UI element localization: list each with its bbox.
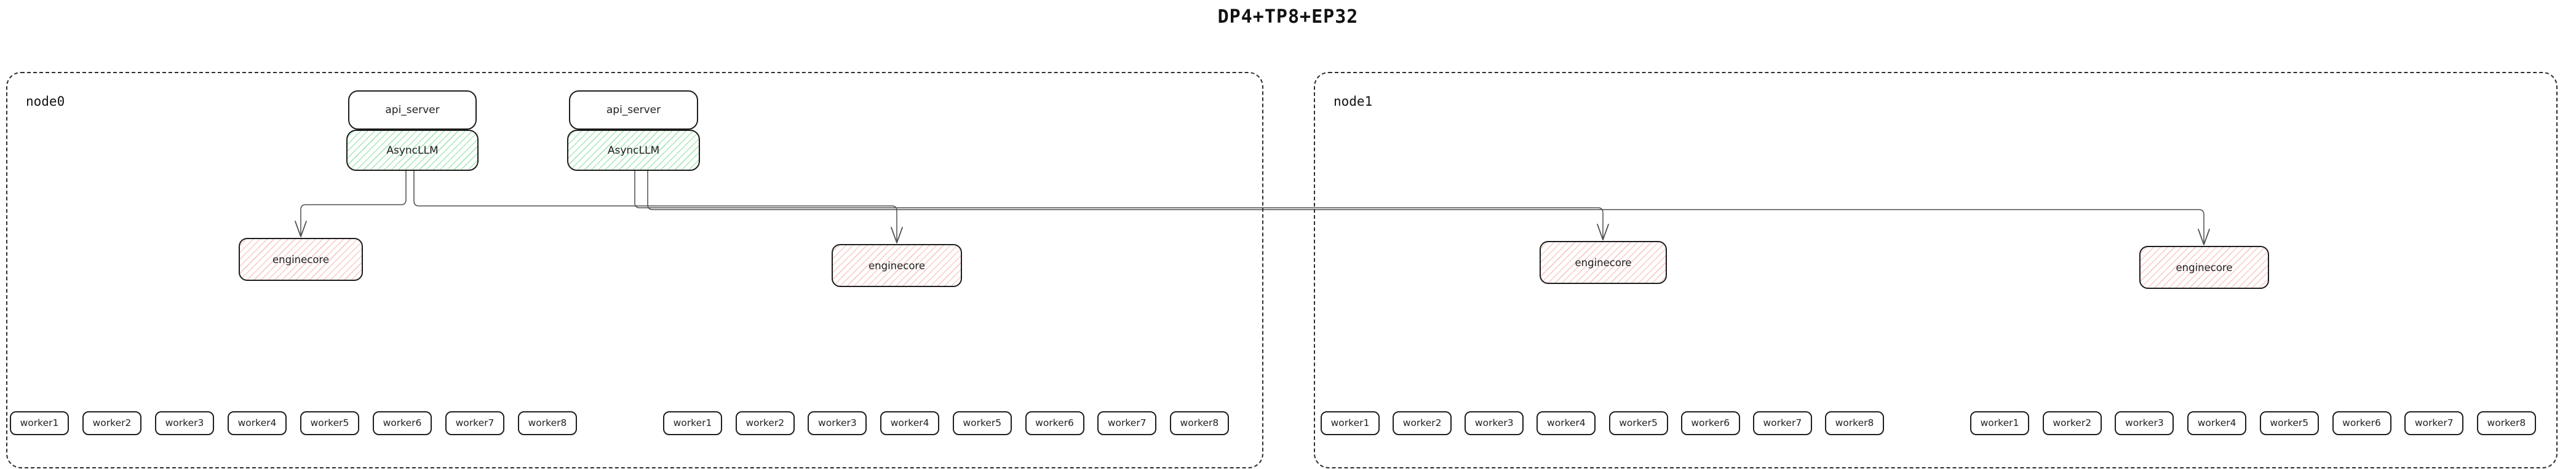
worker-box: worker8: [1169, 411, 1229, 435]
worker-box: worker1: [10, 411, 69, 435]
worker-box: worker6: [2332, 411, 2391, 435]
api-server-1-box: api_server: [348, 90, 477, 130]
worker-box: worker1: [1321, 411, 1380, 435]
node1-label: node1: [1334, 94, 1373, 109]
enginecore-4-box: enginecore: [2139, 246, 2269, 289]
worker-box: worker1: [1970, 411, 2029, 435]
worker-box: worker3: [1465, 411, 1524, 435]
api-server-2-box: api_server: [569, 90, 698, 130]
worker-box: worker5: [2259, 411, 2319, 435]
node0-label: node0: [26, 94, 65, 109]
worker-box: worker7: [1752, 411, 1812, 435]
worker-box: worker4: [228, 411, 287, 435]
worker-box: worker7: [445, 411, 504, 435]
worker-box: worker8: [518, 411, 577, 435]
asyncllm-1-box: AsyncLLM: [346, 130, 479, 171]
enginecore-3-box: enginecore: [1540, 241, 1667, 284]
worker-box: worker3: [808, 411, 867, 435]
worker-box: worker2: [735, 411, 795, 435]
worker-box: worker5: [300, 411, 359, 435]
worker-box: worker1: [663, 411, 722, 435]
worker-box: worker8: [2476, 411, 2536, 435]
node0-container: node0: [6, 72, 1263, 468]
asyncllm-2-box: AsyncLLM: [567, 130, 700, 171]
enginecore-2-box: enginecore: [832, 244, 962, 287]
worker-group-node1-a: worker1 worker2 worker3 worker4 worker5 worke…: [1321, 411, 1884, 435]
worker-box: worker4: [2187, 411, 2247, 435]
worker-group-node0-a: worker1 worker2 worker3 worker4 worker5 worke…: [10, 411, 577, 435]
worker-box: worker2: [1393, 411, 1452, 435]
node1-container: node1: [1314, 72, 2558, 468]
worker-box: worker7: [1097, 411, 1157, 435]
diagram-title: DP4+TP8+EP32: [1217, 6, 1359, 28]
worker-group-node1-b: worker1 worker2 worker3 worker4 worker5 worke…: [1970, 411, 2536, 435]
worker-box: worker6: [373, 411, 432, 435]
worker-box: worker5: [1608, 411, 1668, 435]
worker-box: worker7: [2404, 411, 2464, 435]
worker-box: worker6: [1680, 411, 1740, 435]
worker-box: worker6: [1025, 411, 1084, 435]
worker-box: worker2: [82, 411, 141, 435]
worker-box: worker2: [2042, 411, 2102, 435]
worker-box: worker3: [155, 411, 214, 435]
enginecore-1-box: enginecore: [239, 238, 363, 281]
worker-box: worker3: [2115, 411, 2174, 435]
worker-box: worker8: [1824, 411, 1884, 435]
worker-box: worker4: [1536, 411, 1596, 435]
worker-box: worker4: [880, 411, 940, 435]
worker-box: worker5: [952, 411, 1012, 435]
worker-group-node0-b: worker1 worker2 worker3 worker4 worker5 worke…: [663, 411, 1229, 435]
